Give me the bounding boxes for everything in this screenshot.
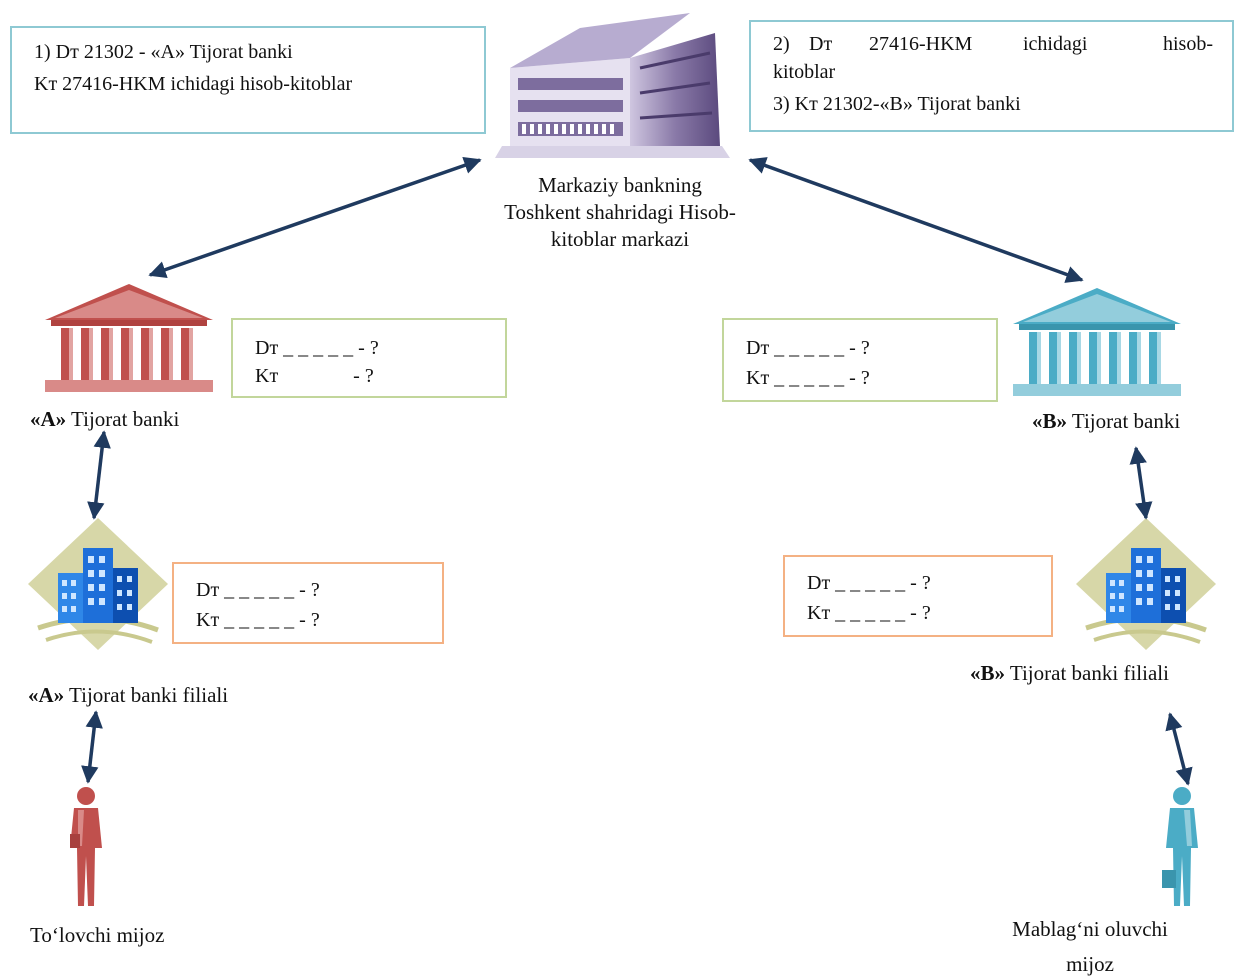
bank-b-temple-icon [1013, 288, 1181, 396]
branch-b-quote: «B» [970, 661, 1006, 685]
bank-b-dt-line: Dт _ _ _ _ _ - ? [746, 337, 870, 359]
transaction-box-top-left: 1) Dт 21302 - «A» Tijorat banki Kт 27416… [10, 26, 486, 134]
central-bank-label: Markaziy bankning Toshkent shahridagi Hi… [470, 172, 770, 253]
branch-b-label: «B» Tijorat banki filiali [970, 660, 1169, 687]
central-bank-label-line2: Toshkent shahridagi Hisob- [504, 200, 736, 224]
bank-a-temple-icon [45, 284, 213, 392]
branch-a-label: «A» Tijorat banki filiali [28, 682, 228, 709]
branch-b-kt-line: Kт _ _ _ _ _ - ? [807, 602, 931, 624]
branch-a-dt-line: Dт _ _ _ _ _ - ? [196, 579, 320, 601]
branch-a-name: Tijorat banki filiali [64, 683, 229, 707]
arrow-central-to-bank-b [748, 157, 1084, 283]
transaction-line-2-cont: kitoblar [773, 61, 836, 83]
central-bank-label-line1: Markaziy bankning [538, 173, 702, 197]
bank-b-entry-box: Dт _ _ _ _ _ - ? Kт _ _ _ _ _ - ? [722, 318, 998, 402]
bank-a-entry-box: Dт _ _ _ _ _ - ? Kт - ? [231, 318, 507, 398]
bank-a-kt-line: Kт - ? [255, 365, 374, 387]
transaction-line-2-num: 2) [773, 33, 790, 55]
branch-b-entry-box: Dт _ _ _ _ _ - ? Kт _ _ _ _ _ - ? [783, 555, 1053, 637]
transaction-line-2-word2: hisob- [1163, 33, 1213, 55]
arrow-central-to-bank-a [148, 156, 482, 279]
central-bank-building-icon [495, 13, 730, 158]
branch-a-entry-box: Dт _ _ _ _ _ - ? Kт _ _ _ _ _ - ? [172, 562, 444, 644]
bank-a-name: Tijorat banki [66, 407, 180, 431]
payer-client-label: To‘lovchi mijoz [30, 923, 165, 947]
bank-a-dt-line: Dт _ _ _ _ _ - ? [255, 337, 379, 359]
receiver-client-label-line1: Mablag‘ni oluvchi [1012, 917, 1168, 941]
branch-b-dt-line: Dт _ _ _ _ _ - ? [807, 572, 931, 594]
receiver-client-label: Mablag‘ni oluvchi mijoz [980, 916, 1200, 978]
arrow-branch-b-to-receiver [1165, 712, 1193, 786]
transaction-line-2-word1: ichidagi [1023, 33, 1088, 55]
receiver-client-label-line2: mijoz [1066, 952, 1114, 976]
transaction-line-3: 3) Kт 21302-«B» Tijorat banki [773, 93, 1021, 115]
transaction-line-2-dt: Dт [809, 33, 833, 55]
branch-a-office-icon [28, 518, 168, 650]
arrow-bank-a-to-branch-a [87, 430, 111, 520]
payer-person-icon [70, 787, 102, 906]
arrow-bank-b-to-branch-b [1129, 446, 1153, 520]
bank-b-quote: «B» [1032, 409, 1068, 433]
bank-a-quote: «A» [30, 407, 67, 431]
arrow-branch-a-to-payer [81, 710, 103, 784]
bank-b-name: Tijorat banki [1067, 409, 1181, 433]
bank-a-label: «A» Tijorat banki [30, 406, 179, 433]
central-bank-label-line3: kitoblar markazi [550, 227, 690, 251]
branch-a-kt-line: Kт _ _ _ _ _ - ? [196, 609, 320, 631]
transaction-line-2-account: 27416-HKM [869, 33, 973, 55]
branch-b-office-icon [1076, 518, 1216, 650]
receiver-person-icon [1162, 787, 1198, 906]
transaction-box-top-right: 2) Dт 27416-HKM ichidagi hisob- kitoblar… [749, 20, 1234, 132]
bank-b-kt-line: Kт _ _ _ _ _ - ? [746, 367, 870, 389]
branch-b-name: Tijorat banki filiali [1005, 661, 1169, 685]
transaction-line-2: Kт 27416-HKM ichidagi hisob-kitoblar [34, 73, 353, 95]
transaction-line-1: 1) Dт 21302 - «A» Tijorat banki [34, 41, 293, 63]
bank-b-label: «B» Tijorat banki [1032, 408, 1180, 435]
branch-a-quote: «A» [28, 683, 65, 707]
